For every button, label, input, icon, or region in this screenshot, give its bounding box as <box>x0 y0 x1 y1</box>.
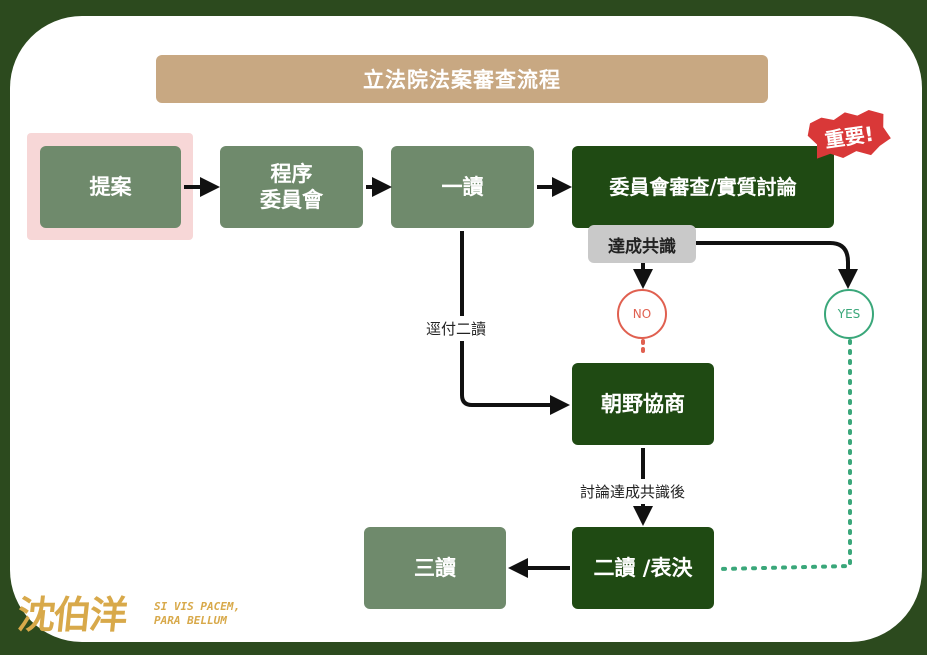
author-watermark: 沈伯洋 SI VIS PACEM, PARA BELLUM <box>15 584 258 637</box>
node-first-reading: 一讀 <box>391 146 534 228</box>
watermark-motto-line1: SI VIS PACEM, <box>154 600 241 613</box>
consensus-decision: 達成共識 <box>588 225 696 263</box>
node-committee-review: 委員會審查/實質討論 <box>572 146 834 228</box>
watermark-motto-line2: PARA BELLUM <box>154 614 227 628</box>
edge-label-refer-second: 逕付二讀 <box>422 316 491 341</box>
node-proposal: 提案 <box>40 146 181 228</box>
node-procedure-committee: 程序 委員會 <box>220 146 363 228</box>
branch-no: NO <box>617 289 667 339</box>
node-second-reading: 二讀 /表決 <box>572 527 714 609</box>
watermark-name: 沈伯洋 <box>15 593 128 637</box>
edge-label-after-consensus: 討論達成共識後 <box>576 479 690 504</box>
branch-yes: YES <box>824 289 874 339</box>
important-badge: 重要! <box>803 104 895 165</box>
diagram-title: 立法院法案審查流程 <box>156 55 768 103</box>
badge-burst-shape <box>807 110 891 159</box>
node-negotiation: 朝野協商 <box>572 363 714 445</box>
node-third-reading: 三讀 <box>364 527 506 609</box>
watermark-motto: SI VIS PACEM, PARA BELLUM <box>154 600 240 629</box>
